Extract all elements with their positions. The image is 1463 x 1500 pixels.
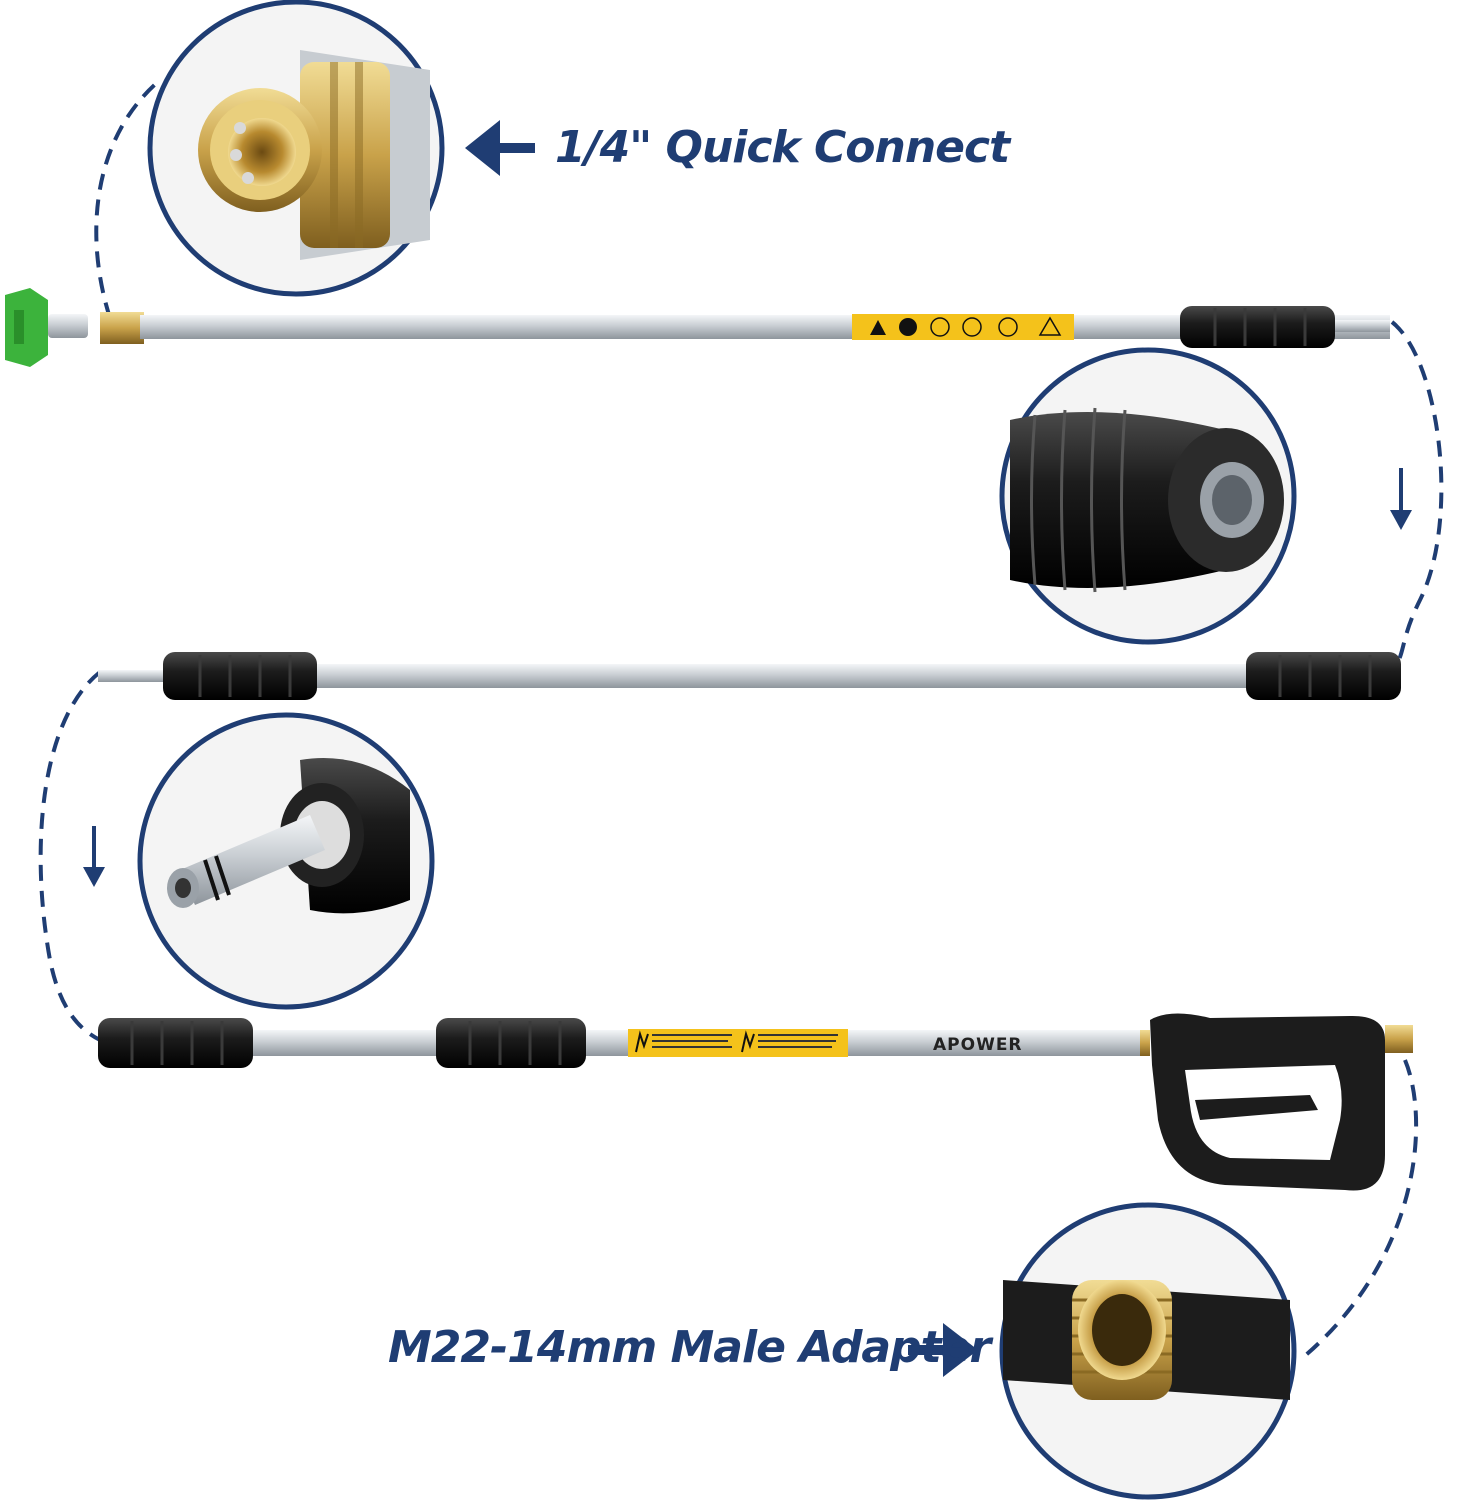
warning-label <box>852 314 1074 340</box>
quick-connect-coupler-icon <box>198 50 430 260</box>
female-socket-detail <box>999 347 1297 645</box>
male-plug-icon <box>167 758 410 914</box>
female-socket-icon <box>1010 407 1284 593</box>
male-adapter-icon <box>1003 1280 1290 1400</box>
male-plug-detail <box>137 712 435 1010</box>
brand-logo: APOWER <box>933 1035 1023 1055</box>
male-adapter-callout: M22-14mm Male Adapter <box>388 1322 991 1373</box>
connector-plug <box>38 670 102 1042</box>
warning-label <box>628 1029 848 1057</box>
quick-connect-callout: 1/4" Quick Connect <box>555 122 1010 173</box>
spray-nozzle-icon <box>5 288 88 367</box>
down-arrow-icon <box>1390 468 1412 530</box>
left-arrow-icon <box>465 120 535 176</box>
quick-connect-detail <box>147 0 445 297</box>
connector-quick-connect <box>94 78 162 319</box>
connector-adapter <box>1298 1059 1419 1362</box>
dashed-connectors <box>38 78 1444 1362</box>
connector-socket <box>1390 320 1444 667</box>
top-wand-section <box>5 288 1390 367</box>
spray-gun-icon <box>1150 1013 1413 1191</box>
down-arrow-icon <box>83 826 105 887</box>
right-arrow-icon <box>908 1323 978 1377</box>
male-adapter-detail <box>999 1202 1297 1500</box>
middle-wand-section <box>98 652 1401 700</box>
bottom-wand-section: APOWER <box>98 1013 1413 1191</box>
